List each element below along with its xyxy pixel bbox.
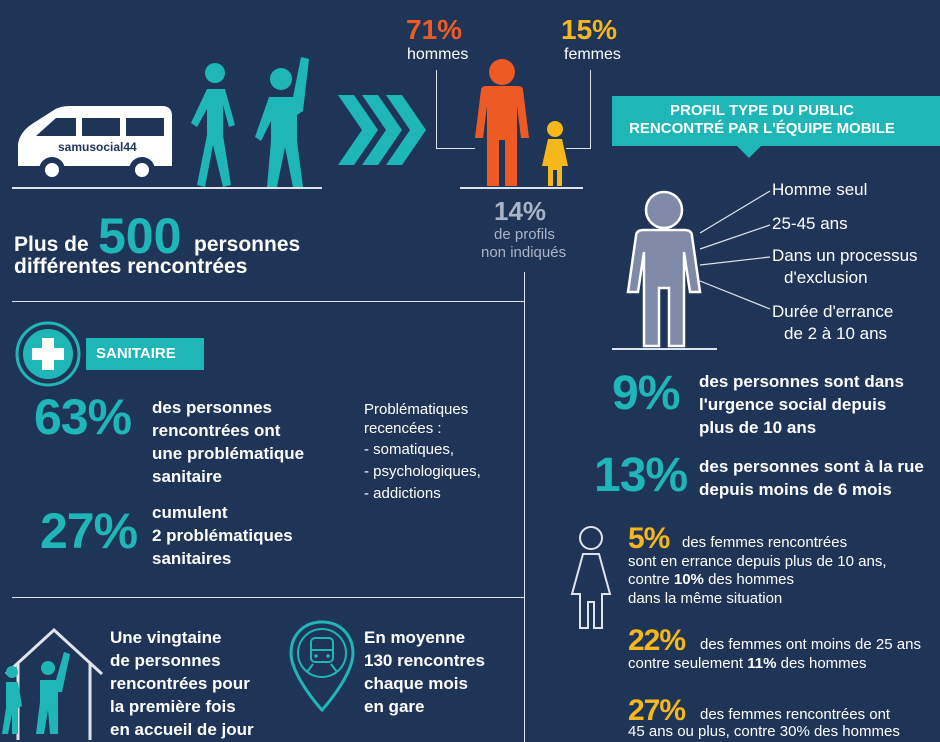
divider-left-bottom (12, 597, 524, 598)
women-5-line1: des femmes rencontrées (682, 534, 848, 551)
gender-ground-line (460, 187, 583, 189)
trait-3: Dans un processus (772, 246, 918, 265)
profile-banner-line1: PROFIL TYPE DU PUBLIC (670, 102, 854, 119)
women-5-line3-post: des hommes (708, 571, 794, 588)
stat-9-line1: des personnes sont dans (699, 372, 904, 391)
trait-pointer-lines (699, 190, 771, 310)
gare-line1: En moyenne (364, 628, 466, 647)
problem-item-2: - psychologiques, (364, 463, 481, 480)
van-icon: samusocial44 (12, 96, 177, 188)
van-label: samusocial44 (58, 140, 137, 154)
headline-suffix: personnes (194, 233, 301, 256)
day-line5: en accueil de jour (110, 720, 254, 739)
sanitaire-63-line4: sanitaire (152, 467, 222, 486)
stat-9-pct: 9% (612, 367, 680, 420)
bracket-left (436, 70, 475, 149)
stat-13-pct: 13% (594, 449, 688, 502)
women-label: femmes (564, 46, 621, 63)
day-line4: la première fois (110, 697, 236, 716)
gare-line2: 130 rencontres (364, 651, 485, 670)
profile-banner-pointer (737, 146, 761, 158)
divider-left-top (12, 301, 524, 302)
unknown-label-2: non indiqués (481, 244, 567, 261)
women-5-line3: contre 10% des hommes (628, 571, 794, 588)
unknown-pct: 14% (494, 196, 547, 226)
sanitaire-27-line1: cumulent (152, 503, 228, 522)
profile-ground-line (612, 348, 717, 350)
trait-4b: de 2 à 10 ans (784, 324, 888, 343)
trait-2: 25-45 ans (772, 214, 848, 233)
stat-13-line2: depuis moins de 6 mois (699, 480, 892, 499)
stat-13-line1: des personnes sont à la rue (699, 457, 924, 476)
trait-1: Homme seul (772, 180, 868, 199)
profile-banner: PROFIL TYPE DU PUBLIC RENCONTRÉ PAR L'ÉQ… (612, 96, 940, 146)
sanitaire-63-line1: des personnes (152, 398, 272, 417)
sanitaire-63-pct: 63% (34, 389, 132, 445)
women-5-line4: dans la même situation (628, 590, 783, 607)
sanitaire-27-pct: 27% (40, 503, 138, 559)
medical-cross-icon (14, 320, 82, 388)
women-22-line2-pre: contre seulement (628, 655, 744, 672)
woman-figure-yellow-icon (538, 120, 572, 188)
women-27-line1: des femmes rencontrées ont (700, 706, 891, 723)
women-27-pct: 27% (628, 694, 686, 727)
gare-line4: en gare (364, 697, 425, 716)
train-location-pin-icon (287, 618, 357, 714)
women-22-line1: des femmes ont moins de 25 ans (700, 636, 921, 653)
vertical-divider (524, 272, 525, 742)
headline-prefix: Plus de (14, 233, 89, 256)
women-22-pct: 22% (628, 624, 686, 657)
headline-line2: différentes rencontrées (14, 255, 248, 278)
men-pct: 71% (406, 14, 463, 45)
day-line1: Une vingtaine (110, 628, 222, 647)
woman-figure-outline-icon (566, 524, 616, 632)
trait-3b: d'exclusion (784, 268, 868, 287)
trait-4: Durée d'errance (772, 302, 894, 321)
walking-people-icon (185, 55, 315, 188)
stat-9-line3: plus de 10 ans (699, 418, 817, 437)
day-line3: rencontrées pour (110, 674, 250, 693)
problems-title-1: Problématiques (364, 401, 469, 418)
women-5-line3-pre: contre (628, 571, 670, 588)
women-22-line2: contre seulement 11% des hommes (628, 655, 867, 672)
chevrons-arrow-icon (338, 95, 428, 165)
house-with-people-icon (0, 622, 104, 742)
gare-line3: chaque mois (364, 674, 468, 693)
sanitaire-63-line3: une problématique (152, 444, 305, 463)
sanitaire-badge-label: SANITAIRE (96, 345, 176, 362)
men-label: hommes (407, 46, 469, 63)
sanitaire-badge: SANITAIRE (86, 338, 204, 370)
unknown-label-1: de profils (494, 226, 555, 243)
problem-item-1: - somatiques, (364, 441, 455, 458)
man-figure-orange-icon (471, 58, 533, 188)
day-line2: de personnes (110, 651, 221, 670)
women-22-line2-post: des hommes (780, 655, 867, 672)
women-5-line3-pct: 10% (673, 571, 704, 588)
profile-banner-line2: RENCONTRÉ PAR L'ÉQUIPE MOBILE (629, 120, 895, 137)
women-pct: 15% (561, 14, 618, 45)
headline-number: 500 (98, 208, 182, 264)
sanitaire-27-line2: 2 problématiques (152, 526, 293, 545)
women-27-line2: 45 ans ou plus, contre 30% des hommes (628, 723, 900, 740)
stat-9-line2: l'urgence social depuis (699, 395, 887, 414)
ground-line (12, 187, 322, 189)
problems-title-2: recencées : (364, 420, 442, 437)
sanitaire-27-line3: sanitaires (152, 549, 232, 568)
women-5-line2: sont en errance depuis plus de 10 ans, (628, 553, 887, 570)
sanitaire-63-line2: rencontrées ont (152, 421, 281, 440)
man-figure-gray-icon (624, 188, 704, 348)
women-22-line2-pct: 11% (747, 655, 777, 672)
women-5-pct: 5% (628, 522, 670, 555)
bracket-right (566, 70, 591, 149)
problem-item-3: - addictions (364, 485, 441, 502)
